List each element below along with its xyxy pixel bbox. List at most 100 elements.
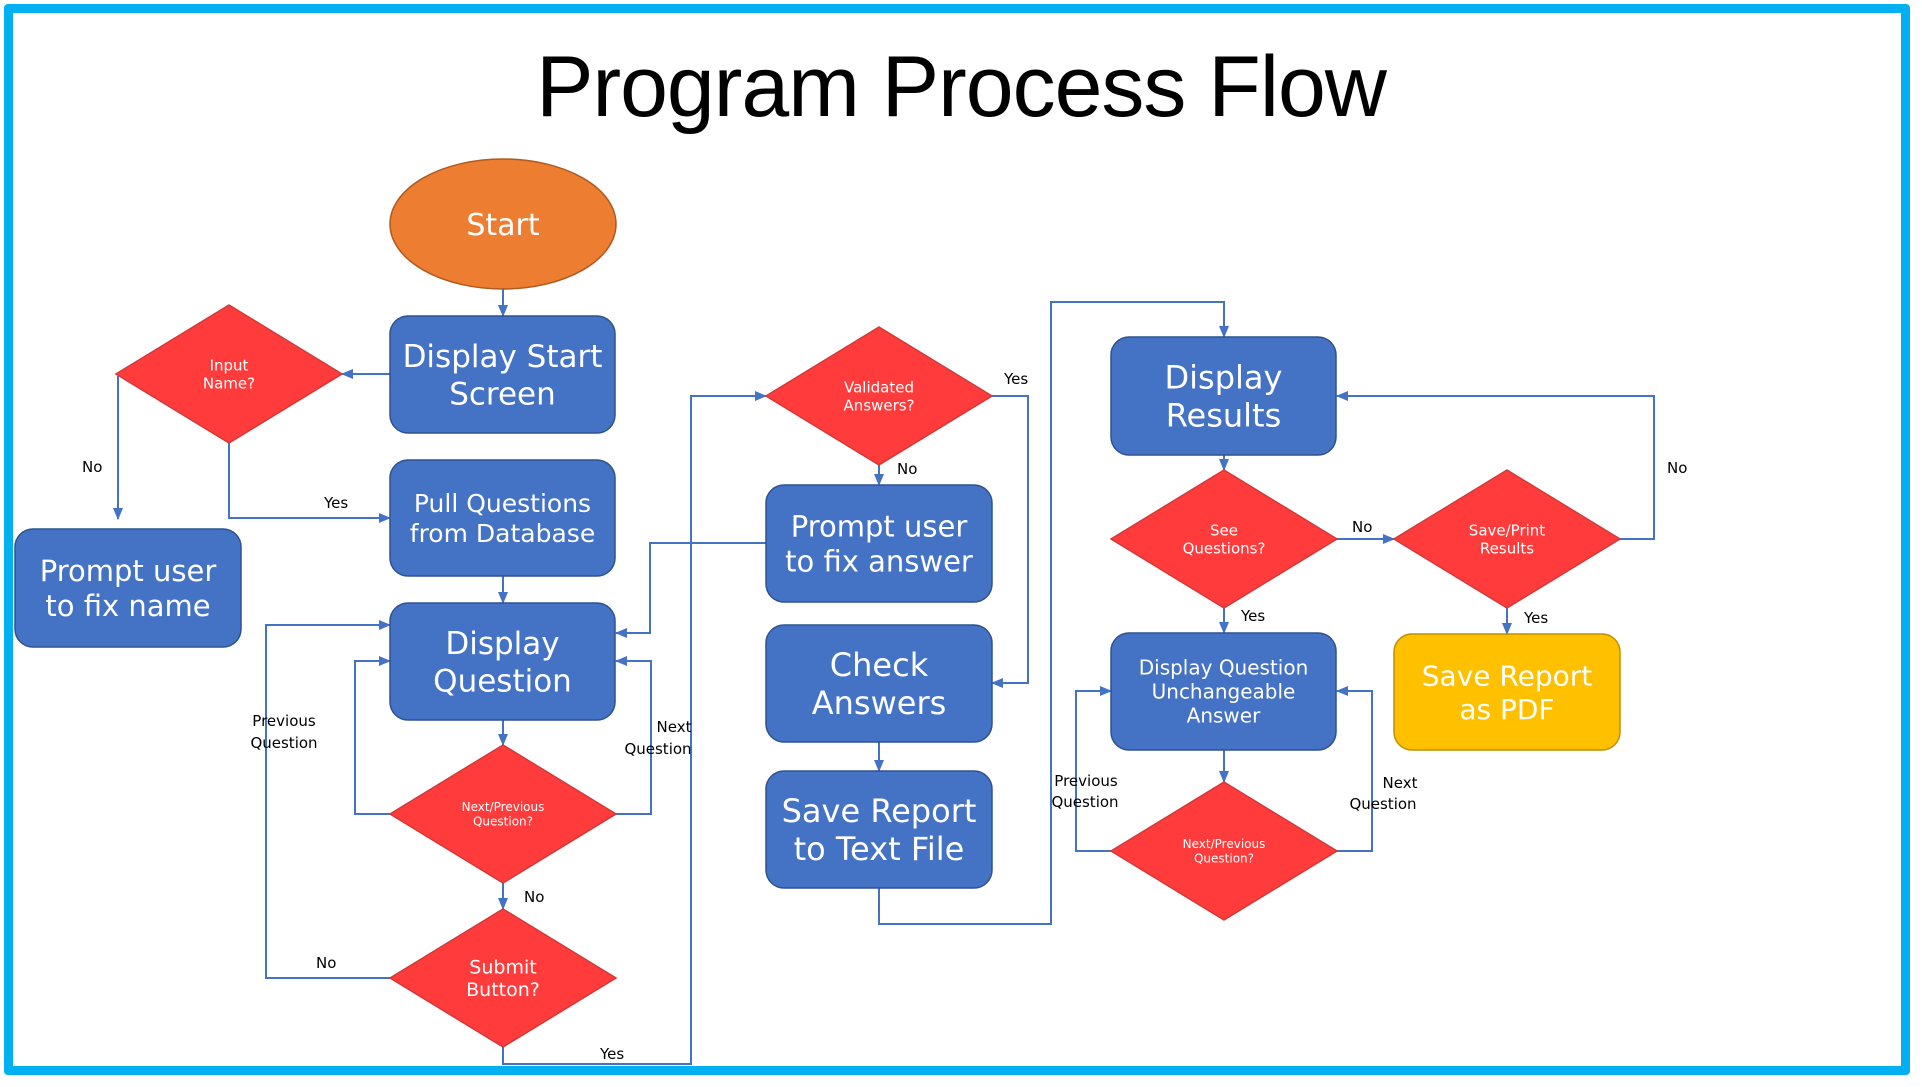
edge-label: No bbox=[82, 458, 102, 476]
edge-label: Question bbox=[1349, 795, 1416, 813]
node-label: Pull Questions bbox=[414, 489, 591, 518]
node-label: See bbox=[1210, 521, 1238, 539]
node-label: Display bbox=[1165, 358, 1283, 396]
decision-shape bbox=[388, 908, 618, 1048]
connector-next_prev_1-to-display_question bbox=[354, 656, 391, 815]
node-label: Question? bbox=[1194, 852, 1254, 866]
node-label: from Database bbox=[410, 519, 595, 548]
node-label: Button? bbox=[466, 979, 540, 1001]
node-label: Check bbox=[830, 646, 929, 684]
process-shape bbox=[14, 528, 242, 648]
connector-next_prev_1-to-display_question bbox=[615, 656, 652, 815]
edge-label: Yes bbox=[1523, 609, 1548, 627]
node-label: Answers? bbox=[843, 396, 914, 414]
edge-label: Question bbox=[624, 740, 691, 758]
process-shape bbox=[389, 315, 616, 434]
output-shape bbox=[1393, 633, 1621, 751]
node-label: to fix name bbox=[45, 589, 210, 623]
node-label: Start bbox=[466, 208, 540, 243]
process-shape bbox=[1110, 632, 1337, 751]
decision-shape bbox=[388, 744, 618, 884]
connector-save_print-to-display_results bbox=[1336, 391, 1655, 540]
edge-label: No bbox=[897, 460, 917, 478]
node-label: Prompt user bbox=[791, 510, 968, 544]
edge-label: No bbox=[1667, 459, 1687, 477]
edge-label: Yes bbox=[323, 494, 348, 512]
decision-shape bbox=[114, 304, 344, 444]
node-label: Unchangeable bbox=[1152, 680, 1296, 704]
edge-label: Yes bbox=[1240, 607, 1265, 625]
process-shape bbox=[765, 484, 993, 603]
node-label: Question bbox=[433, 663, 572, 699]
node-label: Save/Print bbox=[1469, 521, 1545, 539]
connector-validated-to-check_answers bbox=[991, 395, 1029, 688]
node-label: Questions? bbox=[1183, 539, 1266, 557]
edge-label: Question bbox=[250, 734, 317, 752]
edge-label: Previous bbox=[252, 712, 316, 730]
edge-label: Yes bbox=[1003, 370, 1028, 388]
node-label: Question? bbox=[473, 815, 533, 829]
process-shape bbox=[765, 624, 993, 743]
process-shape bbox=[765, 770, 993, 889]
node-label: Display bbox=[445, 626, 559, 662]
edge-label: Question bbox=[1051, 793, 1118, 811]
node-label: Validated bbox=[844, 378, 914, 396]
edge-label: Next bbox=[1383, 774, 1418, 792]
node-start: Start bbox=[389, 158, 617, 290]
node-label: Display Start bbox=[403, 339, 603, 375]
connector-input_name-to-pull_questions bbox=[228, 443, 391, 523]
connector-next_prev_2-to-display_unchangeable bbox=[1075, 686, 1112, 852]
connector-submit-to-display_question bbox=[265, 620, 391, 979]
edge-label: No bbox=[316, 954, 336, 972]
node-label: Answer bbox=[1187, 704, 1261, 728]
node-label: to fix answer bbox=[785, 544, 973, 578]
node-label: Input bbox=[210, 356, 249, 374]
node-label: Submit bbox=[469, 956, 536, 978]
node-label: to Text File bbox=[794, 830, 965, 868]
node-label: Save Report bbox=[782, 792, 977, 830]
node-label: Results bbox=[1480, 539, 1534, 557]
node-label: Display Question bbox=[1139, 656, 1309, 680]
process-shape bbox=[389, 602, 616, 721]
decision-shape bbox=[1109, 469, 1339, 609]
edge-label: No bbox=[1352, 518, 1372, 536]
node-label: Next/Previous bbox=[462, 800, 545, 814]
node-label: Prompt user bbox=[40, 554, 217, 588]
decision-shape bbox=[1109, 781, 1339, 921]
node-label: Save Report bbox=[1422, 659, 1592, 692]
edge-label: Yes bbox=[599, 1045, 624, 1063]
decision-shape bbox=[1392, 469, 1622, 609]
diagram-title: Program Process Flow bbox=[536, 39, 1387, 135]
connector-save_text-to-display_results bbox=[878, 301, 1229, 925]
node-label: Results bbox=[1166, 397, 1282, 435]
connector-fix_answer-to-display_question bbox=[615, 542, 766, 638]
edge-label: Previous bbox=[1054, 772, 1118, 790]
node-label: Screen bbox=[449, 376, 556, 412]
node-label: Next/Previous bbox=[1183, 837, 1266, 851]
process-shape bbox=[389, 459, 616, 577]
connector-next_prev_2-to-display_unchangeable bbox=[1336, 686, 1373, 852]
node-label: as PDF bbox=[1459, 693, 1554, 726]
node-label: Name? bbox=[203, 374, 255, 392]
decision-shape bbox=[764, 326, 994, 466]
edge-label: Next bbox=[657, 718, 692, 736]
process-shape bbox=[1110, 336, 1337, 456]
connector-submit-to-validated bbox=[502, 391, 767, 1065]
terminal-shape bbox=[389, 158, 617, 290]
